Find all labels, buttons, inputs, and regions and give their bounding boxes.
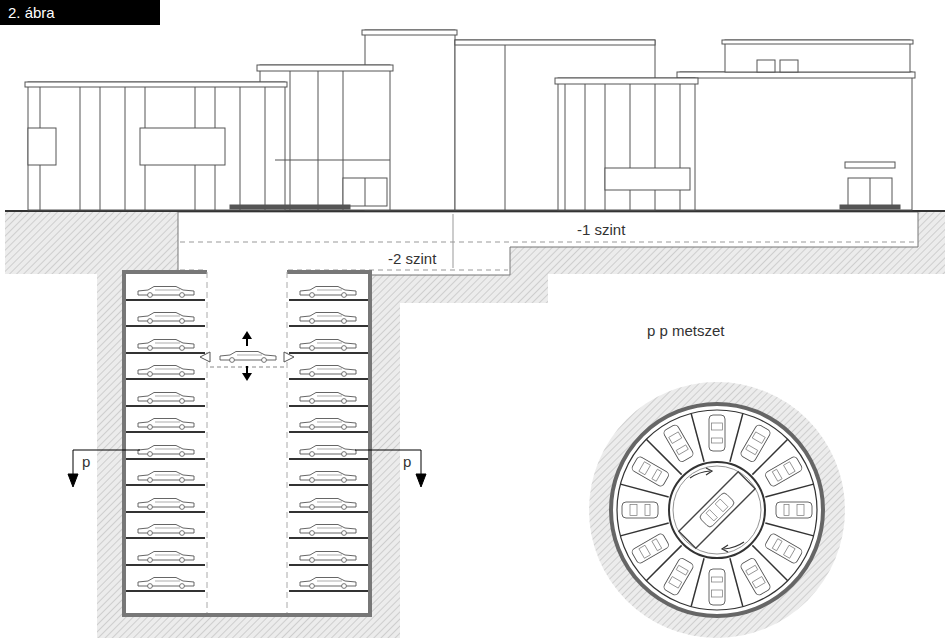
title-band [0,0,160,25]
soil-hatch [5,212,945,638]
basement-levels [178,212,918,275]
section-mark: p [403,453,411,470]
shaft-mouth [207,262,287,278]
level-label: -2 szint [386,250,438,267]
building-elevation [25,30,915,210]
parked-cars [138,287,356,589]
section-title: p p metszet [647,322,725,339]
level-label: -1 szint [575,221,627,238]
section-mark: p [82,453,90,470]
figure-title: 2. ábra [0,0,63,25]
parking-shelves [126,300,368,591]
lift-car [200,331,294,381]
circular-section [611,404,823,616]
section-markers [68,450,426,487]
parking-shaft [124,262,370,615]
